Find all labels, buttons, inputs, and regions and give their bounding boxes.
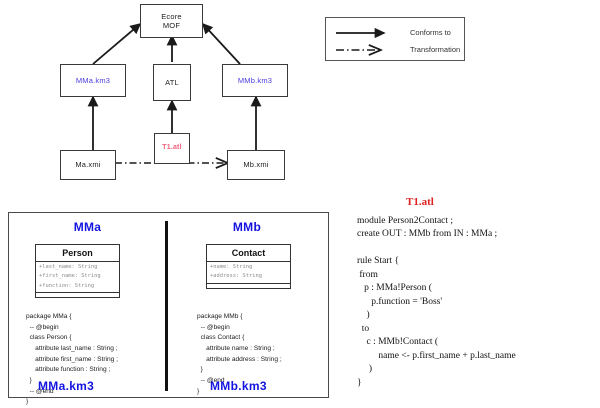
node-ma-xmi[interactable]: Ma.xmi bbox=[60, 150, 116, 180]
metamodel-divider bbox=[165, 221, 168, 391]
node-ecore-mof-line2: MOF bbox=[162, 21, 181, 30]
megamodel-diagram: Mb.xmi (dash-dot transformation) --> Eco… bbox=[0, 0, 310, 188]
node-t1-atl-label: T1.atl bbox=[162, 144, 182, 152]
mma-title: MMa bbox=[73, 220, 102, 234]
uml-class-contact-attributes: +name: String +address: String bbox=[207, 262, 291, 284]
uml-attribute: +function: String bbox=[39, 282, 95, 289]
node-atl-label: ATL bbox=[165, 77, 179, 87]
uml-class-contact-name: Contact bbox=[207, 245, 291, 262]
node-mma-km3-label: MMa.km3 bbox=[75, 75, 111, 85]
uml-attribute: +address: String bbox=[210, 273, 262, 280]
transformation-title: T1.atl bbox=[406, 196, 434, 208]
node-ecore-mof[interactable]: Ecore MOF bbox=[140, 4, 203, 38]
legend-label-conforms-to: Conforms to bbox=[410, 28, 451, 37]
legend-row-conforms-to: Conforms to bbox=[334, 24, 456, 41]
mma-km3-footer: MMa.km3 bbox=[38, 379, 95, 393]
uml-class-person-operations bbox=[36, 293, 119, 297]
uml-class-contact[interactable]: Contact +name: String +address: String bbox=[206, 244, 292, 289]
mma-km3-code: package MMa { -- @begin class Person { a… bbox=[26, 313, 118, 406]
mmb-km3-footer: MMb.km3 bbox=[210, 379, 267, 393]
solid-arrow-icon bbox=[334, 26, 396, 40]
uml-class-contact-operations bbox=[207, 284, 290, 288]
metamodel-left-mma: MMa Person +last_name: String +first_nam… bbox=[9, 213, 165, 405]
node-mma-km3[interactable]: MMa.km3 bbox=[60, 64, 126, 97]
mmb-title: MMb bbox=[232, 220, 262, 234]
transformation-panel: T1.atl module Person2Contact ; create OU… bbox=[357, 196, 600, 396]
uml-class-person-name: Person bbox=[36, 245, 119, 262]
node-atl[interactable]: ATL bbox=[153, 64, 191, 101]
legend-label-transformation: Transformation bbox=[410, 45, 461, 54]
dashed-arrow-icon bbox=[334, 43, 396, 57]
node-mmb-km3-label: MMb.km3 bbox=[237, 75, 273, 85]
transformation-code: module Person2Contact ; create OUT : MMb… bbox=[357, 216, 516, 388]
uml-attribute: +first_name: String bbox=[39, 273, 101, 280]
mmb-km3-code: package MMb { -- @begin class Contact { … bbox=[197, 313, 282, 395]
legend: Conforms to Transformation bbox=[325, 17, 465, 61]
node-t1-atl[interactable]: T1.atl bbox=[154, 133, 190, 164]
metamodels-frame: MMa Person +last_name: String +first_nam… bbox=[8, 212, 329, 405]
uml-class-person[interactable]: Person +last_name: String +first_name: S… bbox=[35, 244, 120, 299]
node-ecore-mof-line1: Ecore bbox=[161, 11, 182, 21]
metamodel-right-mmb: MMb Contact +name: String +address: Stri… bbox=[165, 213, 328, 397]
node-ma-xmi-label: Ma.xmi bbox=[75, 160, 101, 170]
node-mb-xmi[interactable]: Mb.xmi bbox=[227, 150, 285, 180]
node-mmb-km3[interactable]: MMb.km3 bbox=[222, 64, 288, 97]
uml-attribute: +name: String bbox=[210, 264, 253, 270]
uml-class-person-attributes: +last_name: String +first_name: String +… bbox=[36, 262, 119, 294]
uml-attribute: +last_name: String bbox=[39, 264, 98, 270]
node-mb-xmi-label: Mb.xmi bbox=[243, 160, 269, 170]
legend-row-transformation: Transformation bbox=[334, 41, 460, 58]
